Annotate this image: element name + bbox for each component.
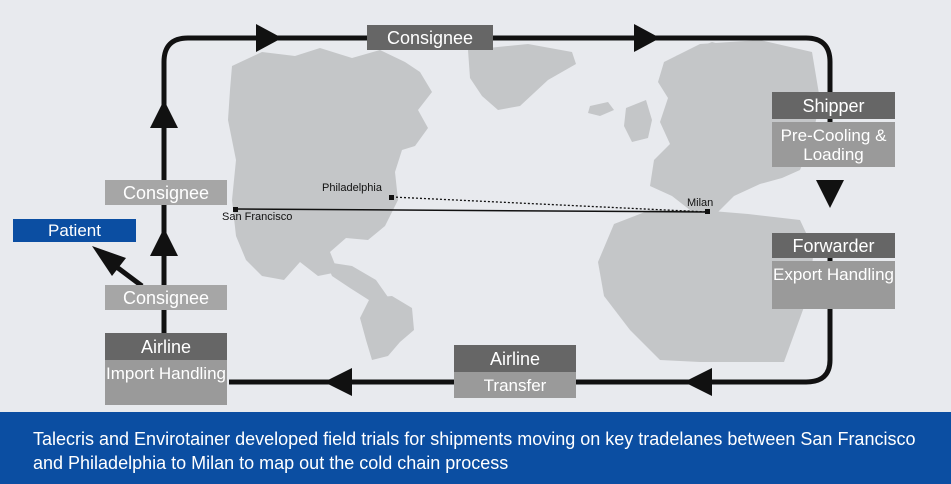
arrow-up-left-upper [150,100,178,128]
arrow-right-top-right [634,24,660,52]
box-forwarder-header: Forwarder [772,233,895,258]
city-marker-san-francisco [233,207,238,212]
diagram-canvas [92,24,844,396]
box-airline-transfer-header: Airline [454,345,576,372]
africa [598,210,814,362]
scandinavia [676,42,742,102]
caption: Talecris and Envirotainer developed fiel… [0,412,951,484]
patient-arrow [92,246,144,288]
europe [650,40,820,214]
box-airline-transfer-body: Transfer [454,372,576,398]
label-san-francisco: San Francisco [222,211,293,223]
label-milan: Milan [687,197,714,209]
british-isles [624,100,652,142]
arrow-left-bottom-left [324,368,352,396]
north-america-landmass [228,48,432,280]
flow-loop [161,35,833,385]
central-america [326,262,390,302]
patient-arrow-head [92,246,126,276]
city-marker-milan [705,209,710,214]
box-consignee-upper: Consignee [105,180,227,205]
box-airline-import-body: Import Handling [105,360,227,405]
box-forwarder-body: Export Handling [772,261,895,309]
route-philadelphia-milan [391,196,709,213]
box-shipper-header: Shipper [772,92,895,119]
box-patient: Patient [13,219,136,242]
box-shipper-body: Pre-Cooling & Loading [772,122,895,167]
south-america [360,296,414,360]
greenland [468,44,576,110]
city-marker-philadelphia [389,195,394,200]
iceland [588,102,614,116]
arrow-left-bottom-right [684,368,712,396]
world-map [228,40,820,362]
label-philadelphia: Philadelphia [322,182,382,194]
flow-arrowheads [150,24,844,396]
flow-loop-path [161,35,833,385]
arrow-down-right [816,180,844,208]
box-airline-import-header: Airline [105,333,227,360]
box-consignee-lower: Consignee [105,285,227,310]
route-san-francisco-milan [235,208,709,213]
arrow-right-top-left [256,24,282,52]
arrow-up-left-lower [150,228,178,256]
route-lines [233,195,710,214]
box-consignee-top: Consignee [367,25,493,50]
